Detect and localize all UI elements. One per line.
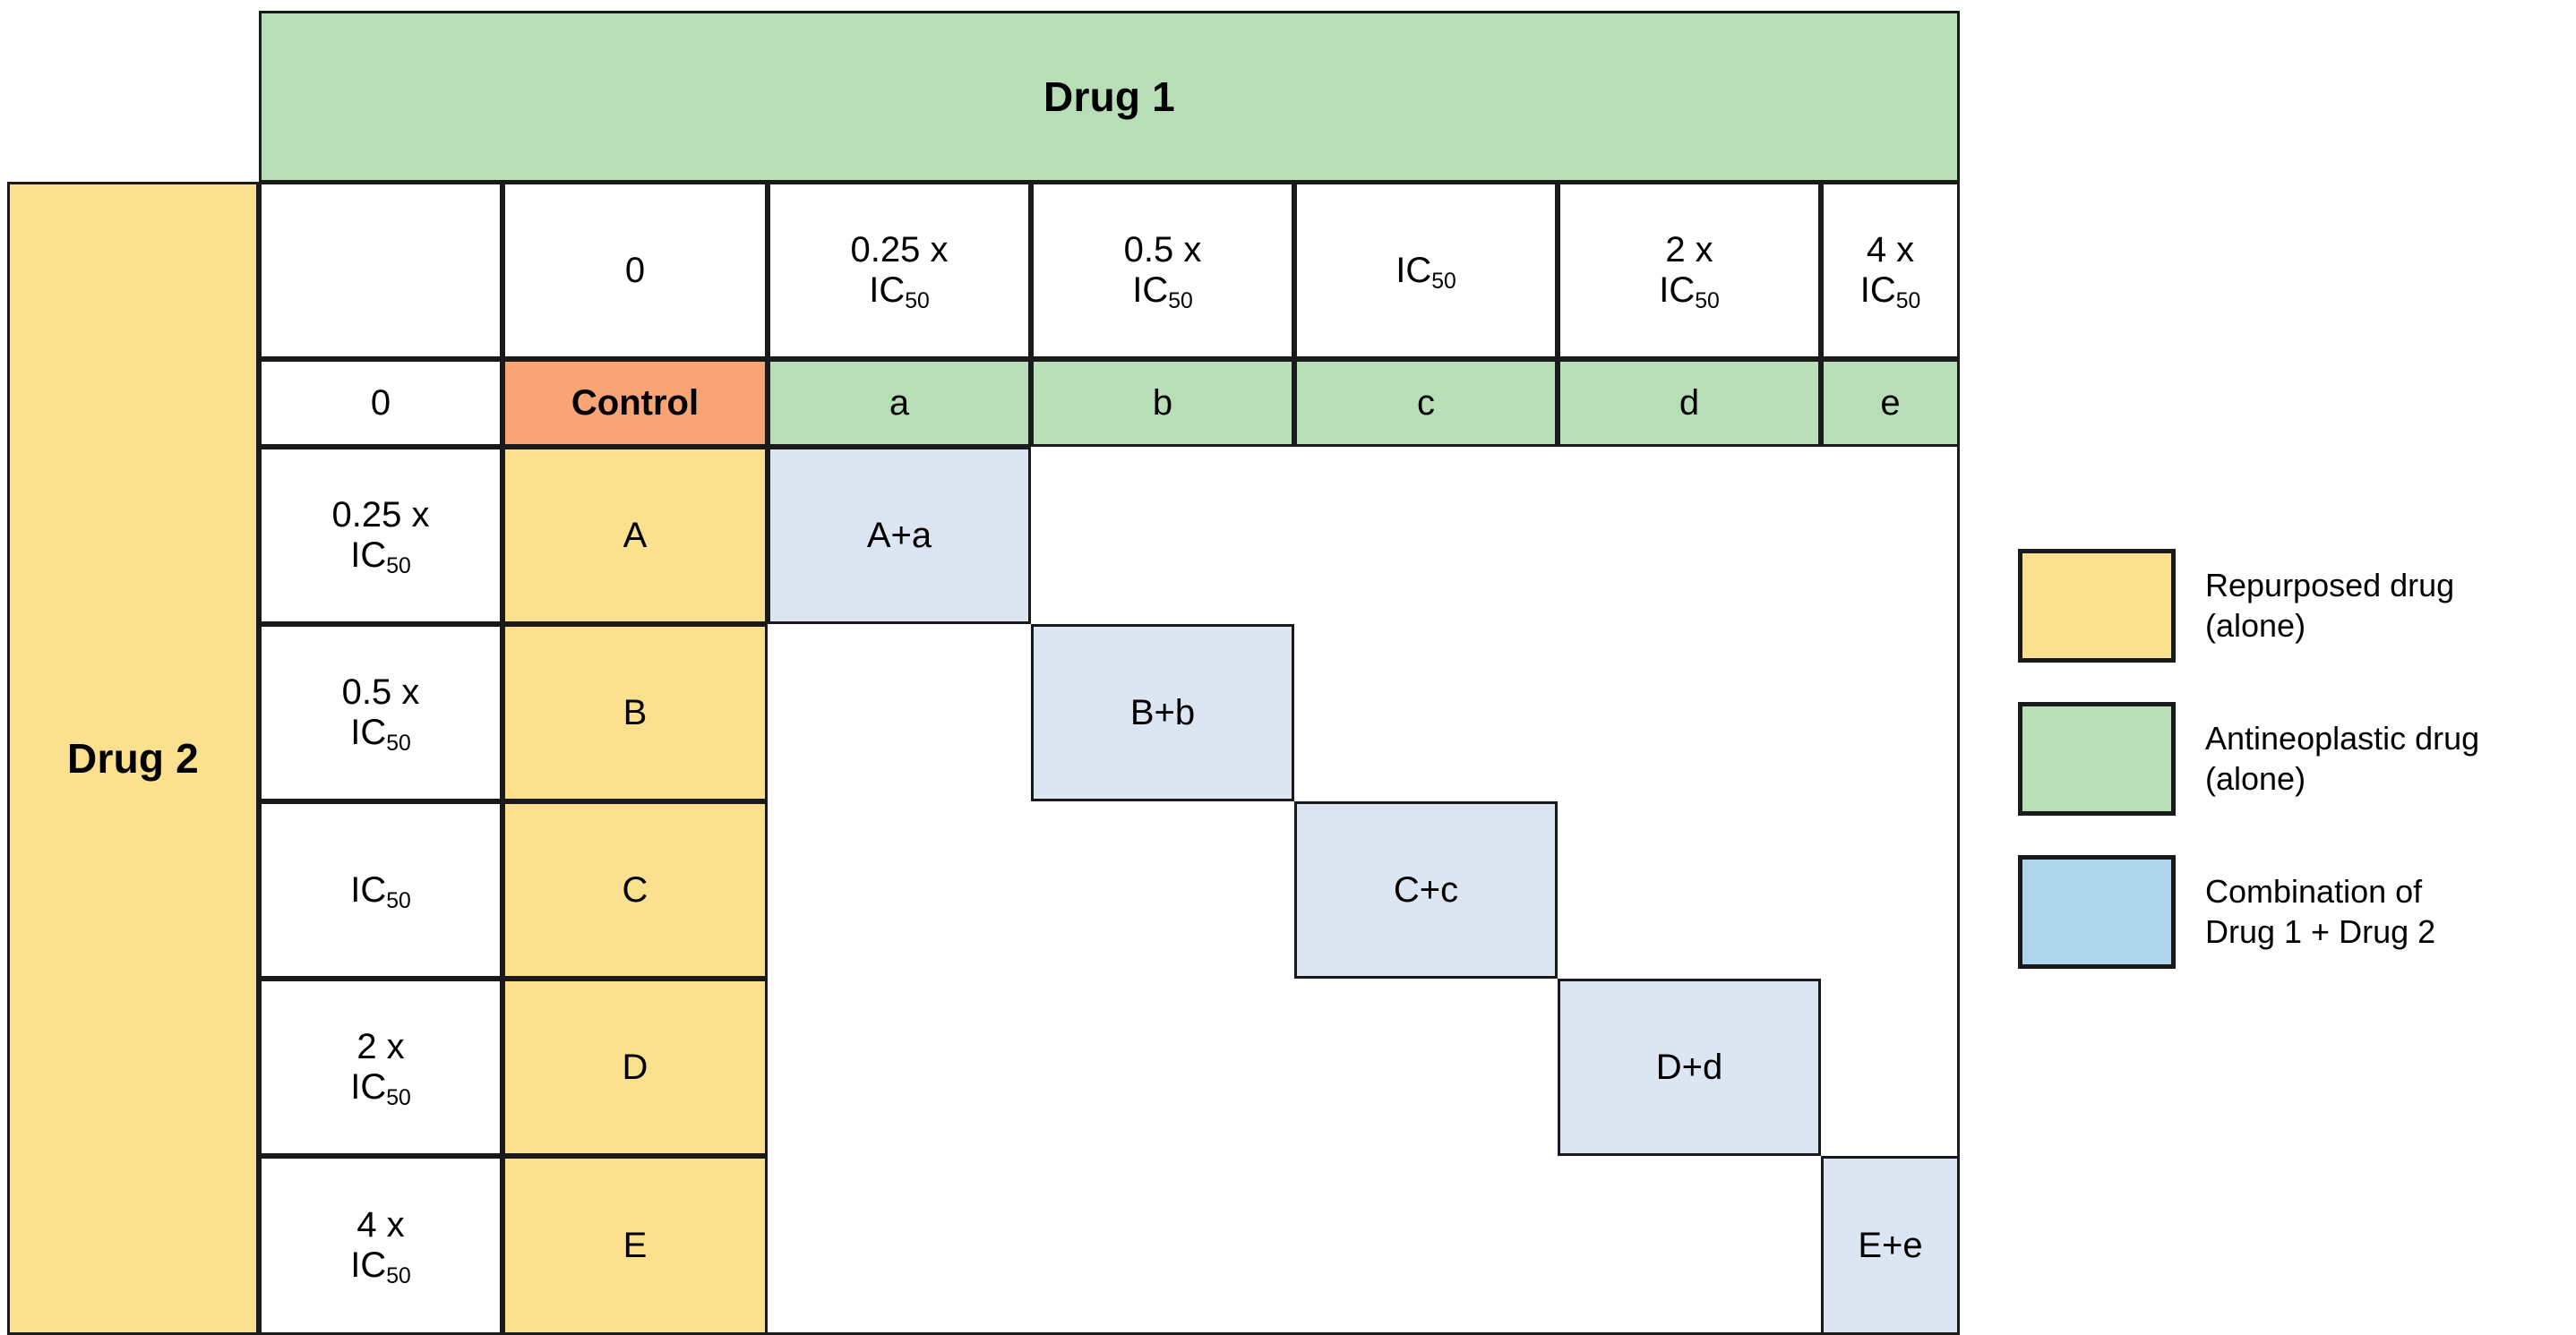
cell-drug1-alone-d: d [1558,359,1821,447]
cell-control: Control [502,359,768,447]
drug2-side-band: Drug 2 [7,182,259,1335]
legend-item-repurposed: Repurposed drug (alone) [2018,549,2492,663]
row-header-drug2-dose-3: IC50 [259,801,502,979]
drug1-header-banner: Drug 1 [259,11,1960,183]
legend-label-repurposed: Repurposed drug (alone) [2205,567,2455,645]
cell-drug1-alone-c: c [1294,359,1558,447]
cell-drug2-alone-E: E [502,1156,768,1335]
cell-drug2-alone-C: C [502,801,768,979]
legend-swatch-antineoplastic-icon [2018,702,2176,816]
cell-combination-C+c: C+c [1294,801,1558,979]
cell-drug2-alone-A: A [502,447,768,624]
cell-drug2-alone-D: D [502,979,768,1156]
column-header-drug1-dose-3: IC50 [1294,182,1558,359]
cell-combination-A+a: A+a [768,447,1031,624]
cell-drug1-alone-b: b [1031,359,1294,447]
legend-label-antineoplastic: Antineoplastic drug (alone) [2205,720,2480,798]
cell-drug2-alone-B: B [502,624,768,801]
row-header-drug2-dose-0: 0 [259,359,502,447]
grid-right-rule [1957,447,1960,1335]
cell-drug1-alone-e: e [1821,359,1960,447]
cell-drug1-alone-a: a [768,359,1031,447]
legend-swatch-combination-icon [2018,855,2176,969]
matrix-corner-cell [259,182,502,359]
legend-label-combination: Combination of Drug 1 + Drug 2 [2205,873,2436,951]
legend-item-combination: Combination of Drug 1 + Drug 2 [2018,855,2492,969]
empty-region-row-2 [768,624,1960,801]
cell-combination-D+d: D+d [1558,979,1821,1156]
cell-combination-B+b: B+b [1031,624,1294,801]
cell-combination-E+e: E+e [1821,1156,1960,1335]
drug1-title: Drug 1 [1043,73,1175,120]
legend-item-antineoplastic: Antineoplastic drug (alone) [2018,702,2492,816]
empty-region-row-5 [768,1156,1960,1335]
column-header-drug1-dose-0: 0 [502,182,768,359]
legend-swatch-repurposed-icon [2018,549,2176,663]
drug2-title: Drug 2 [67,735,199,782]
legend: Repurposed drug (alone) Antineoplastic d… [2018,549,2492,1008]
